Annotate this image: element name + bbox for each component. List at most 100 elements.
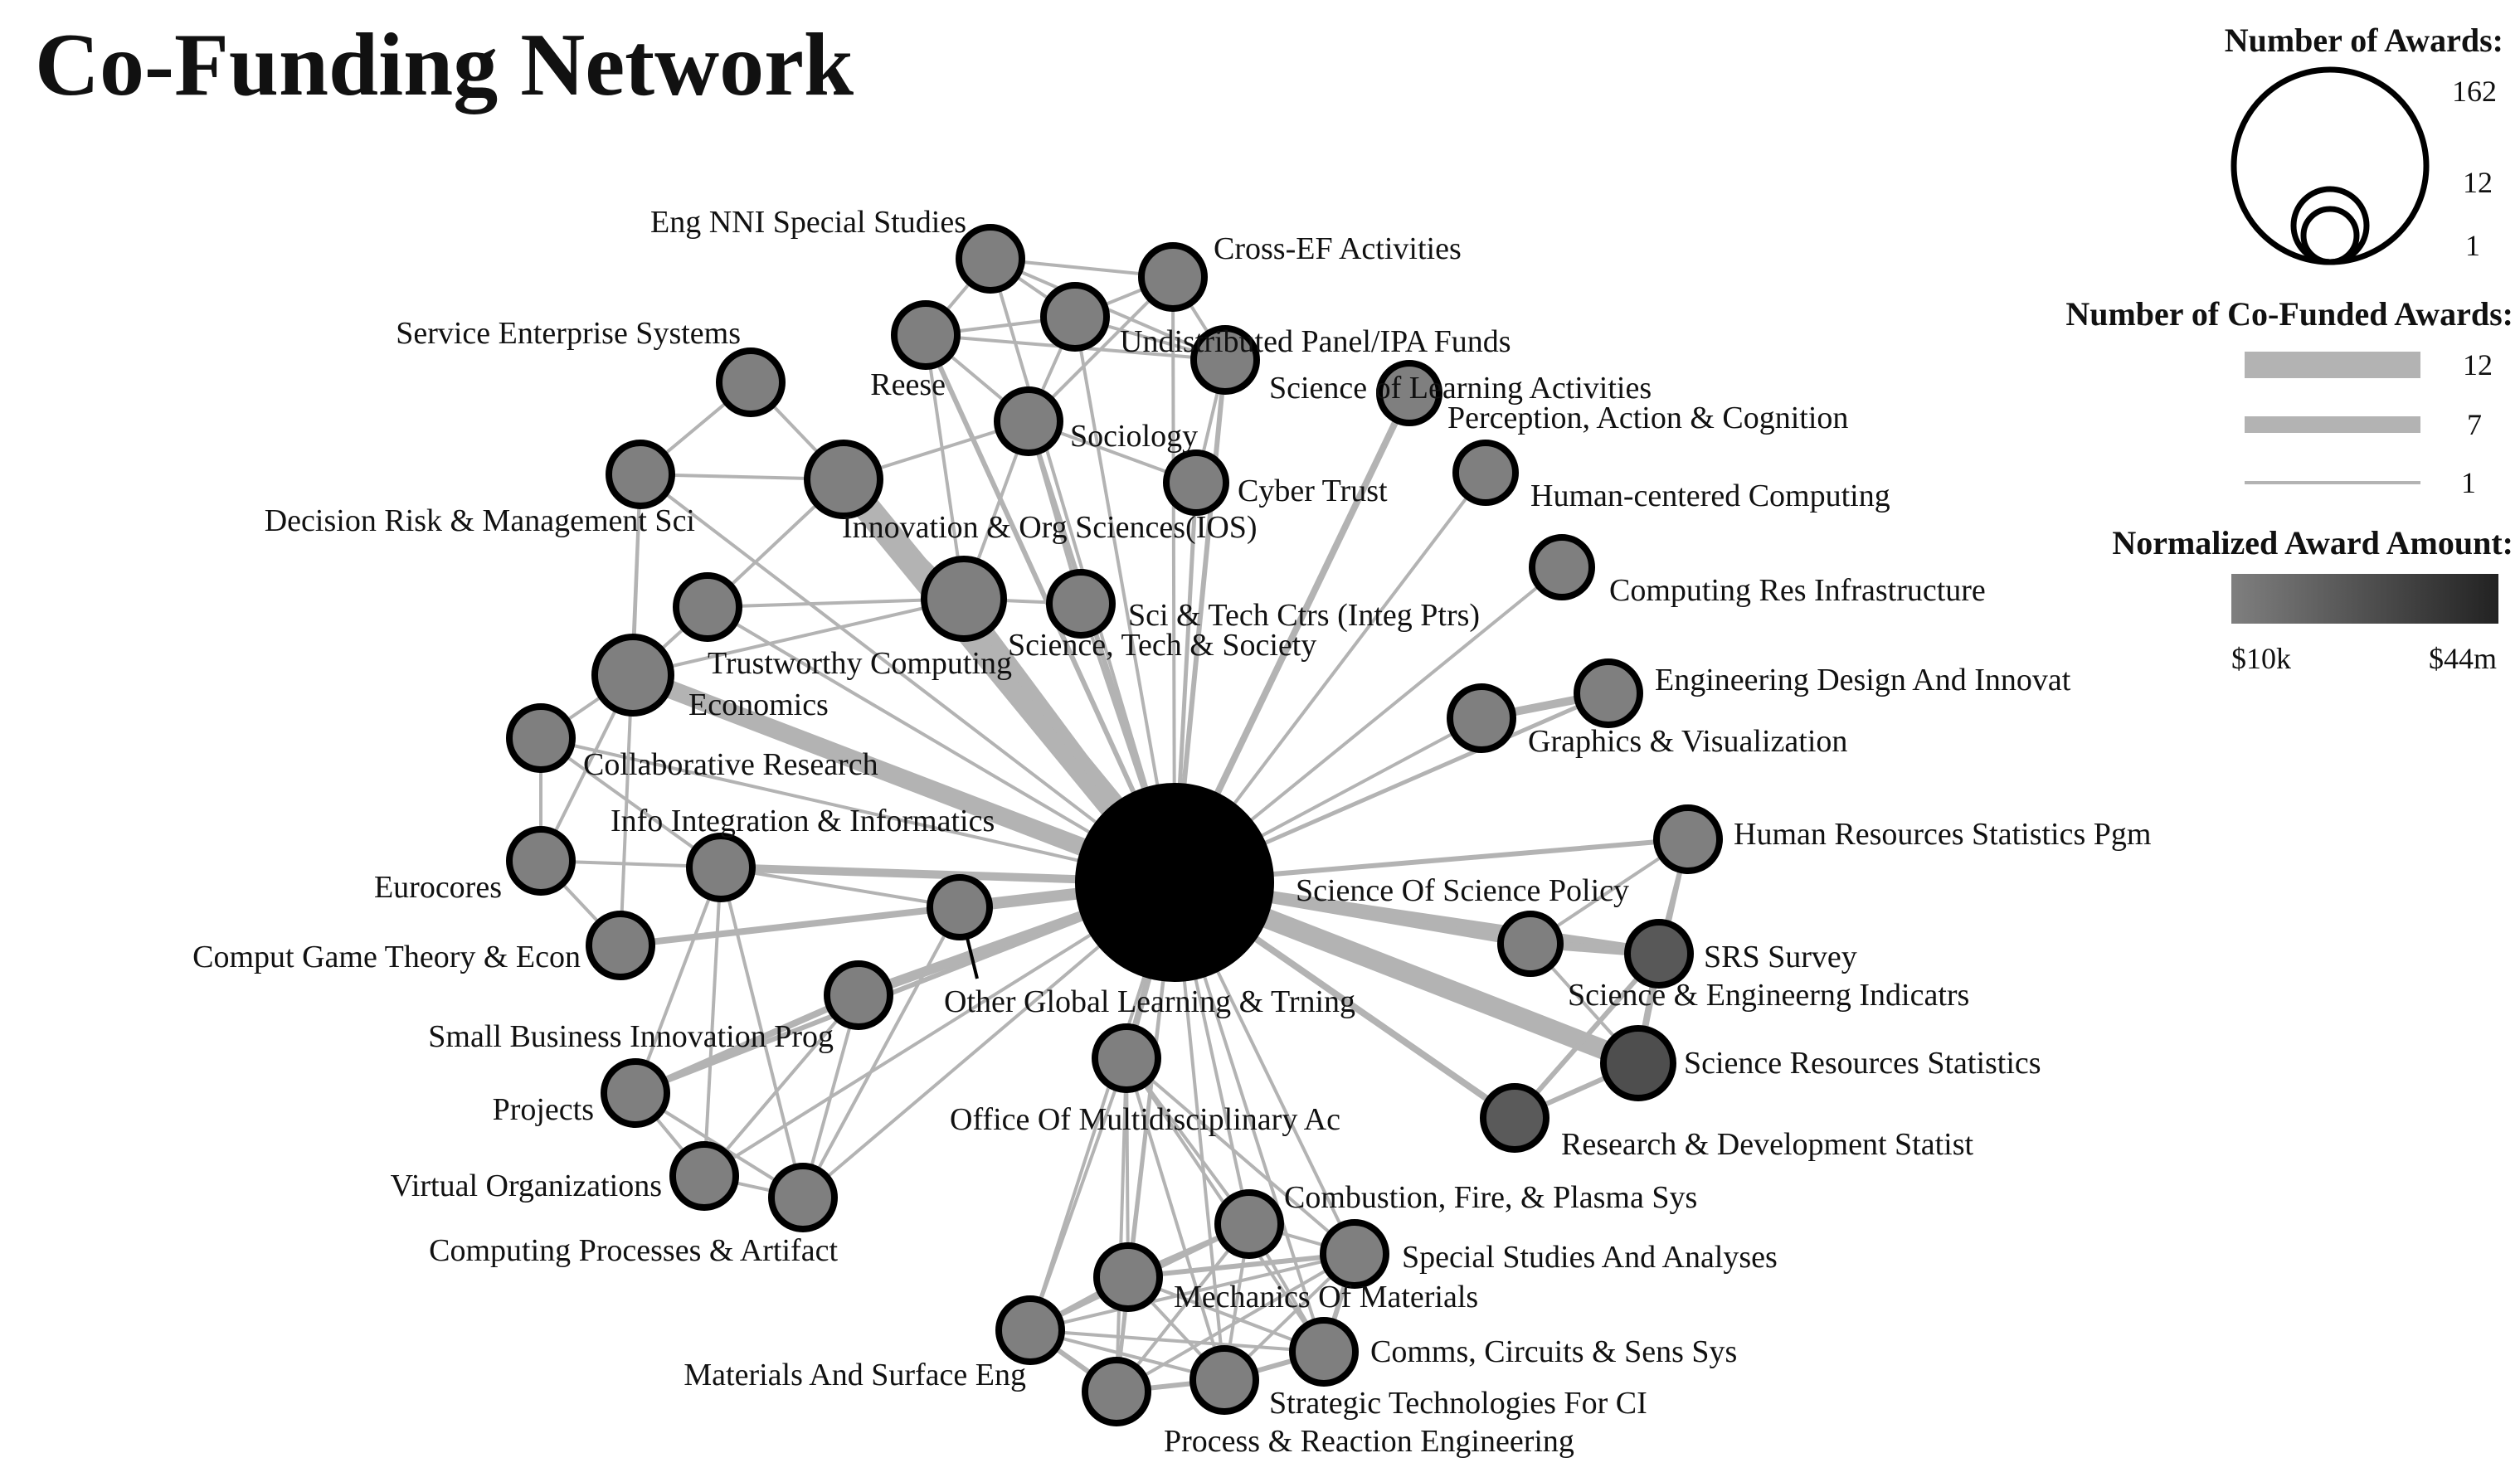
node-label-sci-learning: Science of Learning Activities <box>1269 371 1652 406</box>
legend-amount-title: Normalized Award Amount: <box>2112 524 2513 561</box>
node-comput-game[interactable] <box>586 911 655 980</box>
node-label-office-multi: Office Of Multidisciplinary Ac <box>950 1102 1340 1137</box>
edge-info-integ-virtual-orgs <box>703 867 722 1177</box>
edge-office-multi-materials-surface <box>1029 1057 1128 1331</box>
node-label-decision-risk: Decision Risk & Management Sci <box>265 503 695 538</box>
legend-awards-value-high: 162 <box>2452 75 2497 108</box>
edge-info-integ-computing-proc <box>719 867 805 1198</box>
node-small-biz[interactable] <box>824 960 893 1030</box>
node-perception[interactable] <box>1452 440 1519 506</box>
node-label-strategic-tech: Strategic Technologies For CI <box>1269 1386 1647 1421</box>
legend-awards-value-low: 1 <box>2465 229 2480 262</box>
node-graphics[interactable] <box>1447 683 1516 753</box>
node-sci-sci-policy[interactable] <box>1497 911 1564 977</box>
edge-hub-cross-ef <box>1171 276 1176 883</box>
node-label-sci-tech-society: Science, Tech & Society <box>1008 628 1316 663</box>
edge-special-studies-materials-surface <box>1029 1252 1355 1332</box>
node-sci-learning[interactable] <box>1376 360 1442 426</box>
node-sci-tech-society[interactable] <box>921 556 1007 642</box>
node-process-reaction[interactable] <box>1082 1357 1151 1426</box>
node-reese[interactable] <box>891 300 961 370</box>
edge-srs-survey-rd-stats <box>1512 952 1661 1120</box>
node-label-sci-res-stats: Science Resources Statistics <box>1684 1046 2041 1081</box>
node-trustworthy[interactable] <box>673 572 742 642</box>
edge-office-multi-special-studies <box>1125 1057 1356 1256</box>
edge-info-integ-projects <box>634 867 722 1094</box>
node-sociology[interactable] <box>994 386 1063 456</box>
legend-awards-value-mid: 12 <box>2463 166 2493 199</box>
node-economics[interactable] <box>591 634 674 717</box>
node-label-cross-ef: Cross-EF Activities <box>1214 231 1462 266</box>
node-ios[interactable] <box>804 440 883 519</box>
legend-cofunded-title: Number of Co-Funded Awards: <box>2065 295 2513 333</box>
node-materials-surface[interactable] <box>995 1295 1065 1365</box>
edge-sci-tech-society-economics <box>632 597 965 677</box>
node-label-mechanics: Mechanics Of Materials <box>1174 1280 1478 1314</box>
node-label-economics: Economics <box>688 688 829 722</box>
node-label-materials-surface: Materials And Surface Eng <box>684 1358 1026 1392</box>
node-info-integ[interactable] <box>686 833 756 902</box>
node-top-mid[interactable] <box>1040 282 1110 352</box>
node-computing-proc[interactable] <box>768 1163 838 1232</box>
node-eurocores[interactable] <box>506 826 576 896</box>
node-label-virtual-orgs: Virtual Organizations <box>391 1169 662 1203</box>
node-sci-tech-ctrs[interactable] <box>1046 569 1116 639</box>
node-label-eurocores: Eurocores <box>374 870 502 905</box>
node-decision-risk[interactable] <box>606 440 675 509</box>
node-mechanics[interactable] <box>1093 1242 1163 1312</box>
edge-small-biz-computing-proc <box>801 994 860 1198</box>
node-label-hr-stats: Human Resources Statistics Pgm <box>1734 817 2151 852</box>
node-sci-res-stats[interactable] <box>1600 1025 1676 1101</box>
node-comms-circuits[interactable] <box>1289 1317 1359 1387</box>
node-label-service-ent: Service Enterprise Systems <box>396 316 741 351</box>
node-hub[interactable] <box>1075 783 1274 982</box>
node-rd-stats[interactable] <box>1480 1083 1549 1153</box>
node-label-collab-research: Collaborative Research <box>583 747 878 782</box>
node-label-sci-eng-ind: Science & Engineerng Indicatrs <box>1568 978 1969 1013</box>
node-srs-survey[interactable] <box>1624 919 1694 989</box>
node-label-process-reaction: Process & Reaction Engineering <box>1164 1424 1574 1459</box>
node-cyber-trust[interactable] <box>1163 449 1229 516</box>
edge-other-global-computing-proc <box>801 906 961 1198</box>
edge-materials-surface-comms-circuits <box>1029 1329 1325 1353</box>
node-undist[interactable] <box>1190 325 1260 395</box>
node-label-computing-res: Computing Res Infrastructure <box>1609 573 1986 608</box>
legend-awards-circle-small <box>2300 206 2360 265</box>
node-label-projects: Projects <box>493 1092 594 1127</box>
node-combustion[interactable] <box>1214 1189 1284 1259</box>
edge-hub-collab-research <box>540 736 1175 884</box>
node-label-rd-stats: Research & Development Statist <box>1561 1127 1973 1162</box>
edge-reese-sci-tech-society <box>924 334 966 600</box>
node-collab-research[interactable] <box>506 703 576 773</box>
legend-cofunded-value-mid: 7 <box>2467 408 2482 441</box>
node-label-human-centered: Human-centered Computing <box>1530 479 1890 513</box>
node-label-small-biz: Small Business Innovation Prog <box>428 1019 834 1054</box>
node-label-perception: Perception, Action & Cognition <box>1447 401 1848 435</box>
legend-amount-min: $10k <box>2231 642 2291 675</box>
node-label-sociology: Sociology <box>1070 419 1198 454</box>
node-label-eng-nni: Eng NNI Special Studies <box>650 205 966 240</box>
node-label-other-global: Other Global Learning & Trning <box>944 984 1355 1019</box>
node-service-ent[interactable] <box>716 347 786 417</box>
node-virtual-orgs[interactable] <box>669 1141 739 1211</box>
node-eng-nni[interactable] <box>956 224 1025 294</box>
edge-hub-decision-risk <box>639 473 1176 884</box>
edge-collab-research-info-integ <box>539 736 722 869</box>
node-strategic-tech[interactable] <box>1189 1345 1259 1415</box>
edge-combustion-process-reaction <box>1115 1222 1251 1393</box>
node-projects[interactable] <box>601 1058 670 1128</box>
node-special-studies[interactable] <box>1320 1219 1389 1289</box>
node-label-combustion: Combustion, Fire, & Plasma Sys <box>1284 1180 1697 1215</box>
legend-amount-max: $44m <box>2429 642 2497 675</box>
node-other-global[interactable] <box>927 874 993 940</box>
node-hr-stats[interactable] <box>1653 804 1723 874</box>
node-office-multi[interactable] <box>1092 1023 1161 1093</box>
edge-office-multi-strategic-tech <box>1125 1057 1226 1381</box>
node-label-comput-game: Comput Game Theory & Econ <box>192 940 581 974</box>
edge-other-global-info-integ <box>720 866 961 909</box>
node-cross-ef[interactable] <box>1138 242 1208 312</box>
node-computing-res[interactable] <box>1529 534 1595 600</box>
legend-cofunded-value-low: 1 <box>2461 466 2476 499</box>
node-eng-design[interactable] <box>1574 658 1643 728</box>
